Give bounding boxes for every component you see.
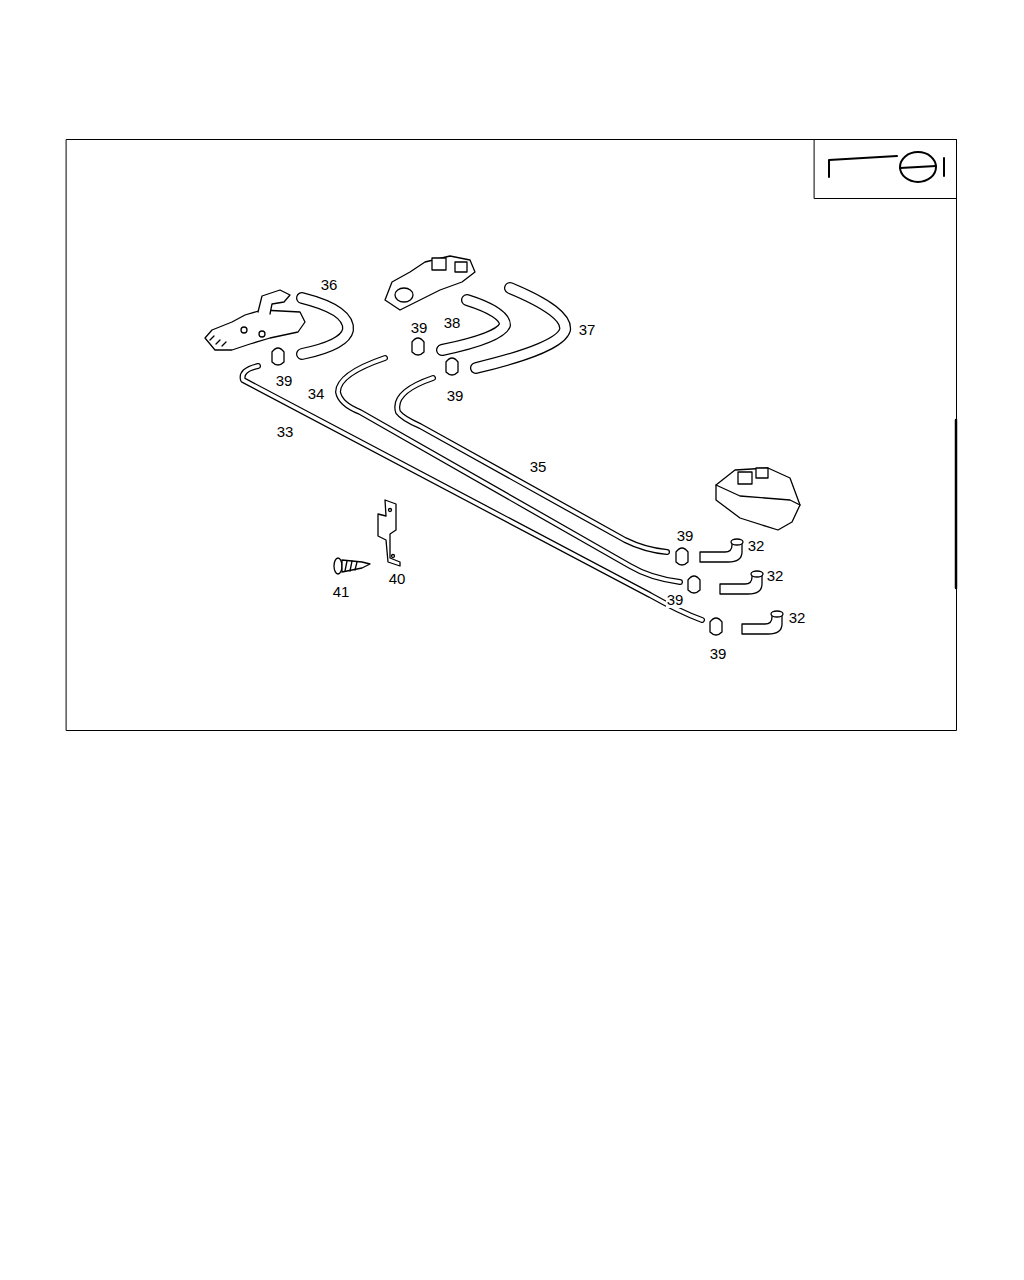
callout-number: 39 (666, 592, 685, 608)
flex-hoses (302, 288, 565, 368)
edge-mark (955, 420, 958, 588)
callout-number: 41 (332, 584, 351, 600)
callout-number: 38 (443, 315, 462, 331)
screw (334, 558, 370, 574)
steering-icon (829, 152, 944, 182)
callout-number: 36 (320, 277, 339, 293)
callout-number: 33 (276, 424, 295, 440)
callout-number: 37 (578, 322, 597, 338)
callout-number: 39 (275, 373, 294, 389)
hose-clamps (272, 338, 722, 635)
callout-number: 39 (676, 528, 695, 544)
callout-number: 35 (529, 459, 548, 475)
callout-number: 39 (446, 388, 465, 404)
frame (67, 140, 957, 731)
slave-cylinder (205, 290, 305, 350)
icon-box (815, 140, 957, 199)
callout-number: 39 (709, 646, 728, 662)
callout-number: 40 (388, 571, 407, 587)
callout-number: 32 (788, 610, 807, 626)
callout-number: 34 (307, 386, 326, 402)
callout-number: 32 (766, 568, 785, 584)
elbow-fittings (700, 539, 783, 634)
master-cylinder (385, 256, 475, 310)
fluid-reservoir (716, 468, 800, 530)
brake-pipes (243, 358, 702, 620)
callout-number: 32 (747, 538, 766, 554)
bracket (378, 500, 400, 566)
callout-number: 39 (410, 320, 429, 336)
